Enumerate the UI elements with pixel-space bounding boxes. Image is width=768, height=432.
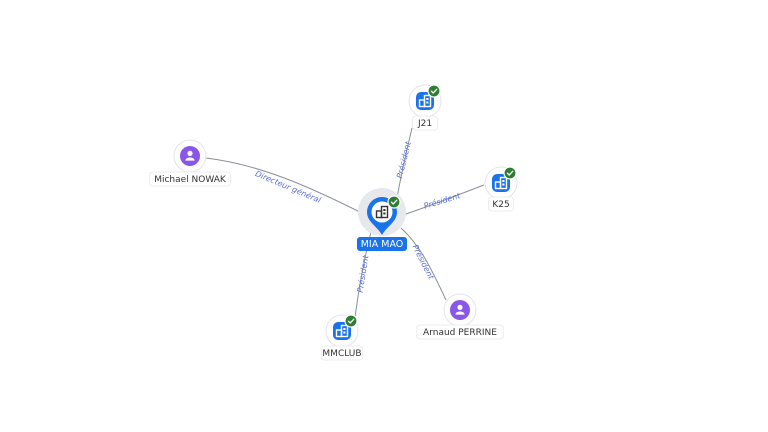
node-label-bg: [412, 115, 438, 131]
edge-line: [396, 127, 413, 199]
node-k25[interactable]: K25: [484, 166, 518, 212]
edges-layer: PrésidentPrésidentPrésidentPrésidentDire…: [205, 127, 485, 318]
building-icon: [418, 94, 432, 108]
center-node[interactable]: MIA MAO: [357, 188, 407, 251]
edge-arnaud: Président: [400, 227, 447, 301]
verified-check-icon: [387, 195, 401, 209]
verified-check-icon: [427, 84, 441, 98]
node-label: Michael NOWAK: [154, 175, 227, 185]
edge-line: [354, 227, 373, 318]
node-label: K25: [492, 200, 509, 210]
node-label-bg: [488, 196, 514, 212]
edge-label: Président: [410, 243, 436, 282]
center-label: MIA MAO: [361, 239, 404, 250]
edge-label: Président: [422, 190, 462, 211]
node-label: Arnaud PERRINE: [423, 328, 497, 338]
edge-j21: Président: [394, 127, 413, 199]
building-icon: [375, 205, 389, 219]
building-icon: [335, 324, 349, 338]
node-michael[interactable]: Michael NOWAK: [149, 139, 231, 187]
node-label-bg: [149, 171, 231, 187]
edge-michael: Directeur général: [205, 157, 369, 217]
building-icon: [494, 176, 508, 190]
node-j21[interactable]: J21: [408, 84, 442, 131]
node-mmclub[interactable]: MMCLUB: [320, 314, 364, 361]
node-label-bg: [416, 324, 504, 340]
edge-k25: Président: [399, 184, 485, 217]
edge-label: Directeur général: [254, 168, 323, 205]
person-icon: [185, 150, 195, 161]
edge-label: Président: [355, 254, 371, 294]
verified-check-icon: [344, 314, 358, 328]
center-label-bg: [357, 237, 407, 251]
node-label: MMCLUB: [322, 349, 361, 359]
edge-line: [400, 227, 447, 301]
edge-line: [205, 157, 369, 217]
edge-label: Président: [394, 140, 413, 180]
node-arnaud[interactable]: Arnaud PERRINE: [416, 293, 504, 340]
verified-check-icon: [503, 166, 517, 180]
node-label-bg: [320, 345, 364, 361]
node-label: J21: [417, 119, 432, 129]
edge-line: [399, 184, 485, 217]
person-icon: [455, 304, 465, 315]
